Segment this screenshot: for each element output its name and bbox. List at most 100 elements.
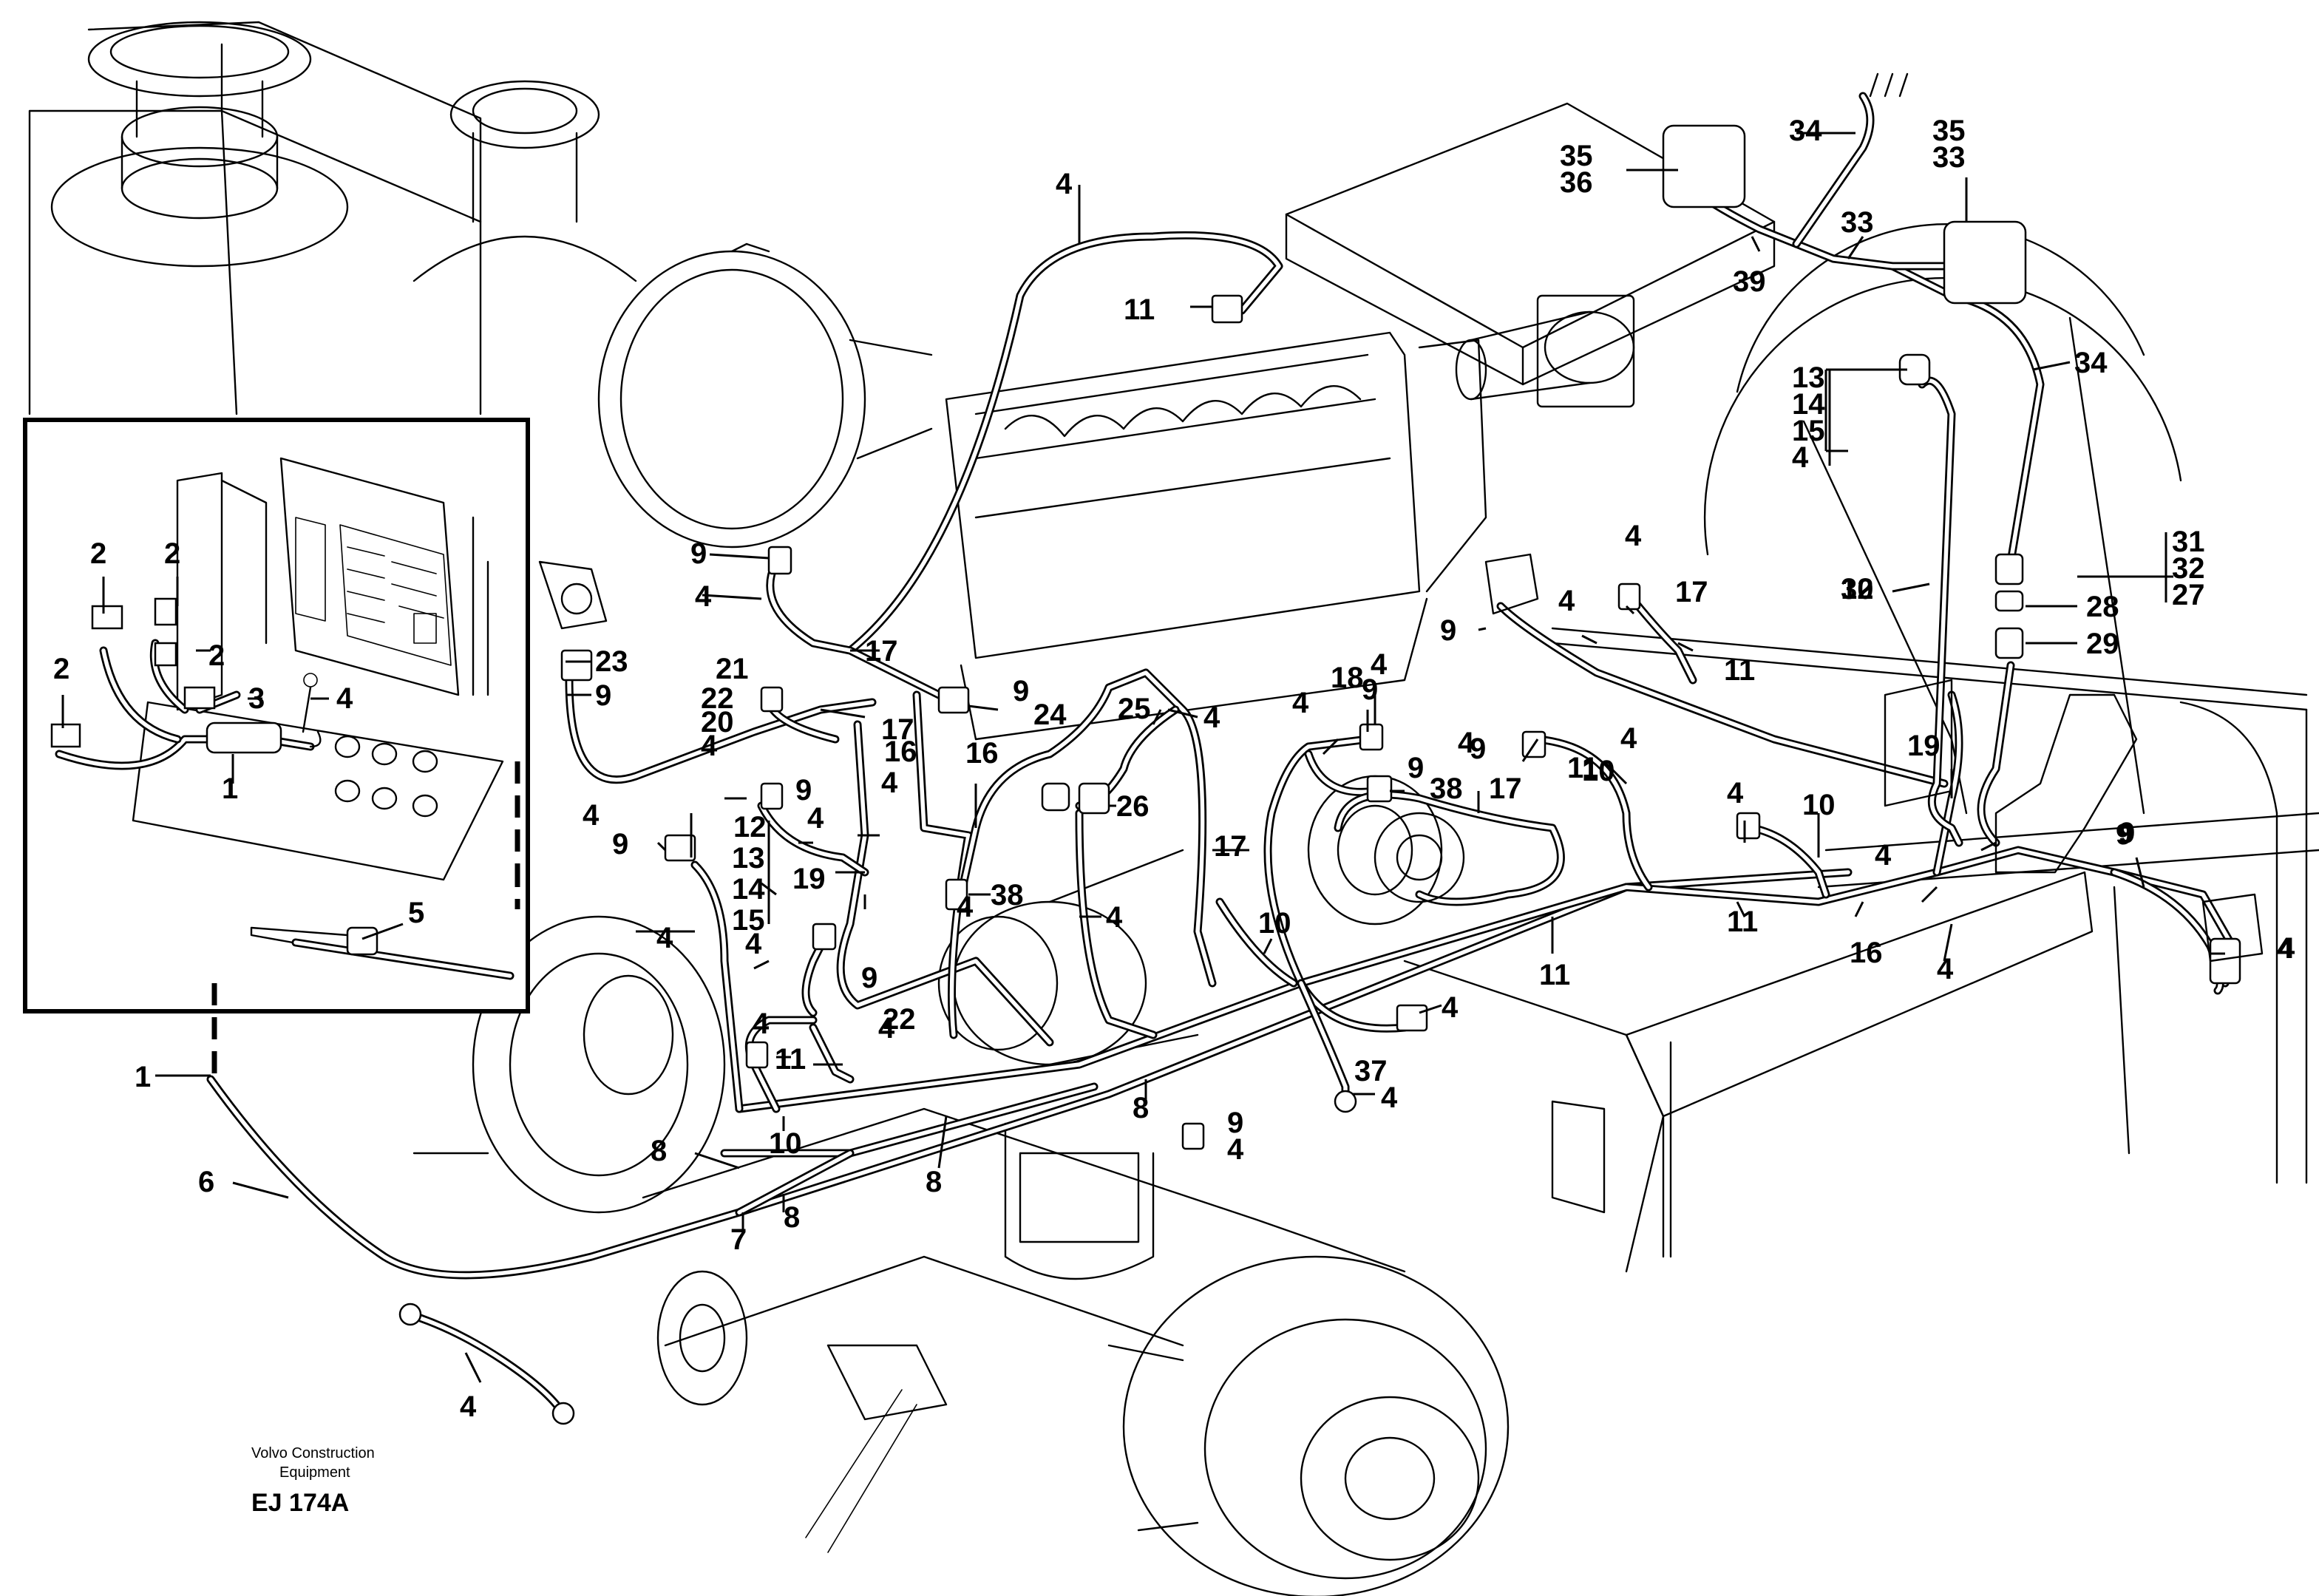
callout-label: 4 — [1227, 1133, 1244, 1166]
callout-label: 5 — [408, 897, 424, 929]
callout-label: 4 — [1056, 168, 1073, 200]
callout-label: 9 — [1227, 1107, 1243, 1139]
callout-label: 4 — [745, 928, 762, 960]
callout-label: 10 — [1258, 907, 1291, 940]
callout-label: 8 — [1133, 1092, 1149, 1124]
callout-label: 19 — [1907, 730, 1941, 762]
callout-label: 11 — [1724, 654, 1755, 687]
inset-detail-box — [23, 418, 530, 1013]
machine-outline — [28, 21, 2319, 1596]
callout-label: 4 — [1442, 991, 1459, 1024]
callout-label: 27 — [2172, 579, 2205, 611]
callout-label: 32 — [2172, 552, 2205, 585]
callout-label: 4 — [1381, 1081, 1398, 1114]
callout-label: 13 — [1792, 361, 1825, 394]
publisher-line-2: Equipment — [279, 1464, 350, 1481]
callout-label: 4 — [807, 802, 824, 835]
callout-label: 36 — [1560, 166, 1593, 199]
callout-label: 4 — [881, 767, 898, 799]
callout-label: 11 — [1727, 906, 1758, 938]
callout-label: 8 — [784, 1201, 800, 1234]
callout-label: 11 — [1567, 752, 1598, 784]
figure-code: EJ 174A — [251, 1489, 349, 1517]
callout-label: 4 — [1937, 953, 1954, 985]
callout-label: 16 — [884, 736, 917, 768]
callout-label: 17 — [1675, 576, 1708, 608]
callout-label: 11 — [775, 1043, 806, 1076]
callout-label: 4 — [1203, 702, 1220, 734]
callout-label: 19 — [792, 863, 826, 895]
callout-label: 4 — [753, 1008, 770, 1040]
callout-label: 4 — [656, 922, 673, 954]
callout-label: 4 — [1792, 441, 1809, 474]
callout-label: 25 — [1118, 693, 1151, 725]
figure-caption: Volvo Construction Equipment EJ 174A — [251, 1445, 375, 1517]
callout-label: 22 — [701, 682, 734, 715]
callout-label: 4 — [1292, 687, 1309, 719]
callout-label: 9 — [795, 774, 812, 807]
callout-label: 14 — [1792, 388, 1825, 421]
callout-label: 17 — [865, 635, 898, 668]
callout-label: 35 — [1560, 140, 1593, 172]
callout-label: 4 — [583, 799, 600, 832]
callout-label: 2 — [53, 653, 69, 685]
callout-label: 1 — [222, 772, 238, 805]
callout-label: 4 — [2277, 932, 2294, 965]
callout-label: 4 — [1620, 722, 1637, 755]
callout-label: 4 — [1558, 585, 1575, 617]
callout-label: 10 — [1802, 789, 1836, 821]
callout-label: 9 — [1408, 752, 1424, 784]
callout-label: 4 — [695, 580, 712, 613]
callout-label: 4 — [1371, 648, 1388, 681]
callout-label: 33 — [1841, 206, 1874, 239]
callout-label: 16 — [1850, 937, 1883, 969]
callout-label: 38 — [1430, 772, 1463, 805]
callout-label: 10 — [769, 1127, 802, 1160]
callout-label: 34 — [1789, 115, 1822, 147]
publisher-line-1: Volvo Construction — [251, 1445, 375, 1461]
callout-label: 9 — [612, 828, 628, 860]
callout-label: 1 — [135, 1061, 151, 1093]
callout-label: 17 — [881, 713, 914, 746]
callout-label: 11 — [1124, 293, 1155, 326]
callout-label: 9 — [2119, 817, 2135, 849]
connectors — [538, 72, 2264, 1150]
callout-label: 4 — [957, 891, 974, 923]
callout-label: 39 — [1733, 265, 1766, 298]
callout-label: 37 — [1354, 1055, 1388, 1087]
callout-label: 15 — [1792, 415, 1825, 447]
callout-label: 38 — [991, 879, 1024, 911]
callout-label: 9 — [595, 679, 611, 712]
callout-label: 6 — [198, 1166, 214, 1198]
callout-label: 26 — [1116, 790, 1150, 823]
callout-label: 8 — [926, 1166, 942, 1198]
callout-label: 4 — [1875, 839, 1892, 872]
callout-label: 33 — [1932, 141, 1966, 174]
callout-label: 9 — [2116, 818, 2132, 851]
callout-label: 18 — [1331, 662, 1364, 694]
callout-label: 15 — [732, 904, 765, 937]
callout-label: 17 — [1489, 772, 1522, 805]
leader-lines — [61, 132, 2225, 1383]
callout-label: 31 — [2172, 526, 2205, 558]
callout-label: 9 — [1440, 614, 1456, 647]
callout-label: 4 — [1106, 901, 1123, 934]
callout-label: 28 — [2086, 591, 2119, 623]
callout-label: 35 — [1932, 115, 1966, 147]
callout-label: 4 — [878, 1012, 895, 1045]
callout-label: 9 — [1470, 733, 1486, 765]
callout-label: 2 — [164, 537, 180, 570]
callout-label: 21 — [716, 653, 749, 685]
callout-label: 29 — [2086, 628, 2119, 660]
callout-label: 4 — [460, 1390, 477, 1423]
callout-label: 34 — [2074, 347, 2108, 379]
callout-labels: 2 2 2 2 3 4 1 5 1 6 7 8 8 8 8 10 11 4 4 … — [53, 115, 2295, 1423]
callout-label: 9 — [1362, 673, 1378, 706]
callout-label: 9 — [861, 962, 877, 994]
callout-label: 8 — [651, 1135, 667, 1167]
callout-label: 4 — [1458, 727, 1475, 759]
callout-label: 4 — [1727, 777, 1744, 809]
callout-label: 24 — [1033, 699, 1067, 731]
callout-label: 2 — [90, 537, 106, 570]
callout-label: 9 — [690, 537, 707, 570]
